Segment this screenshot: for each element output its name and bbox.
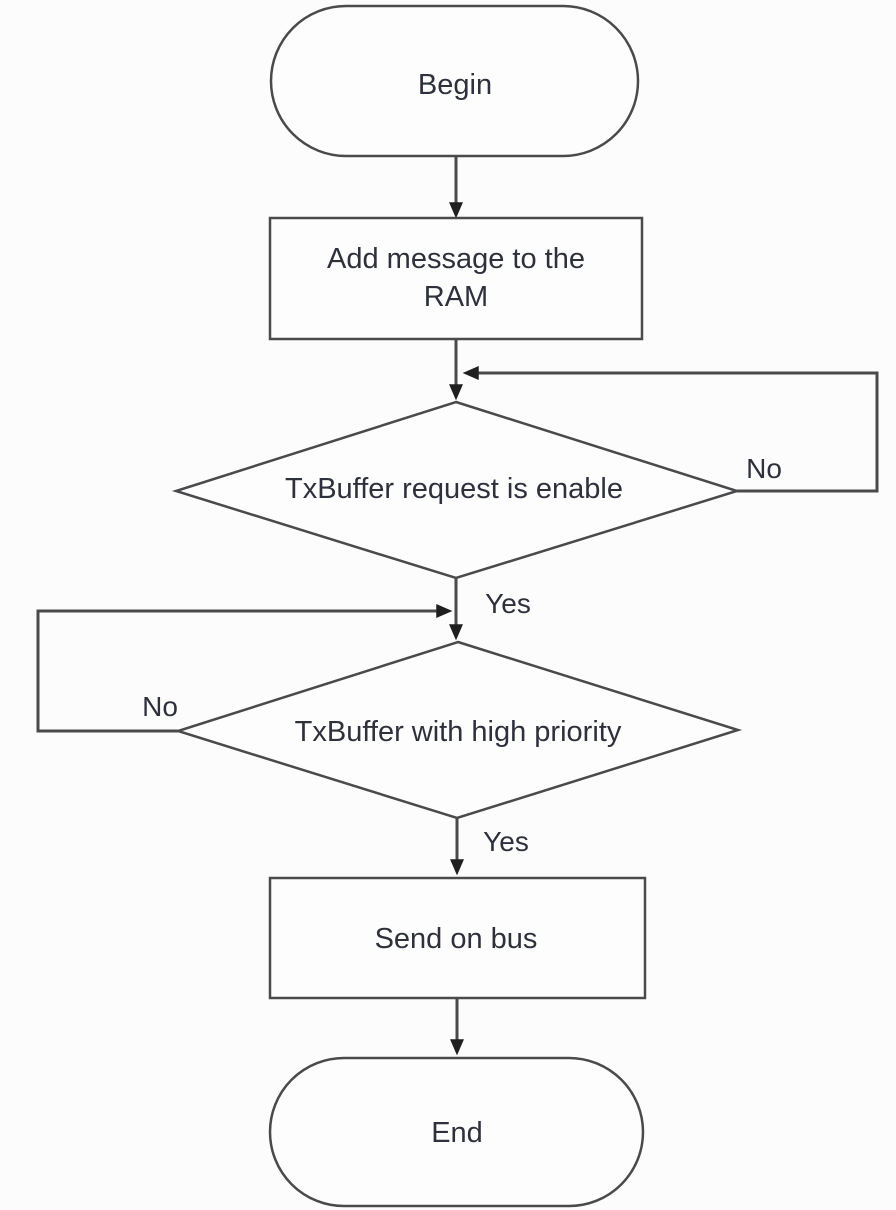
request-enable-decision bbox=[171, 400, 742, 580]
high-priority-label: TxBuffer with high priority bbox=[295, 716, 622, 748]
no-loop-priority-decision bbox=[36, 604, 453, 733]
priority-no-label: No bbox=[142, 691, 178, 722]
request-enable-label: TxBuffer request is enable bbox=[285, 473, 623, 505]
begin-label: Begin bbox=[418, 69, 492, 101]
send-on-bus-label: Send on bus bbox=[375, 923, 538, 955]
high-priority-decision bbox=[173, 640, 743, 820]
request-no-label: No bbox=[746, 453, 782, 484]
add-message-label-line1: Add message to the bbox=[327, 243, 585, 275]
no-loop-request-decision bbox=[462, 366, 879, 493]
send-on-bus-process bbox=[268, 876, 647, 1000]
add-message-process bbox=[268, 216, 644, 341]
priority-yes-label: Yes bbox=[483, 826, 529, 857]
add-message-label-line2: RAM bbox=[424, 281, 488, 313]
request-yes-label: Yes bbox=[485, 588, 531, 619]
end-terminator bbox=[268, 1056, 645, 1208]
begin-terminator bbox=[269, 4, 640, 158]
end-label: End bbox=[431, 1117, 483, 1149]
